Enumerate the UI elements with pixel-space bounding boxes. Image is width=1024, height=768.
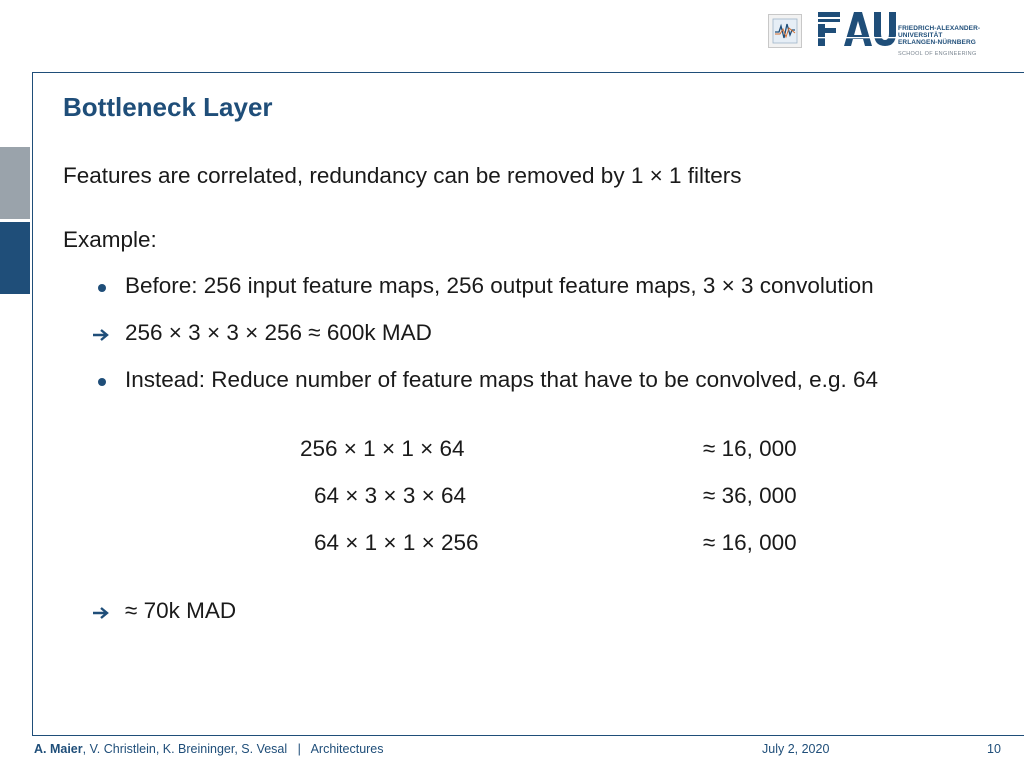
side-tab-current[interactable] [0,222,30,294]
fau-logo [818,11,896,52]
intro-text: Features are correlated, redundancy can … [63,163,742,188]
university-line-3: ERLANGEN-NÜRNBERG [898,39,976,46]
slide-frame [32,72,1024,736]
arrow-right-icon [93,329,109,341]
bullet-dot-icon [98,284,106,292]
side-tab-previous[interactable] [0,147,30,219]
footer-authors: A. Maier, V. Christlein, K. Breininger, … [34,742,384,756]
wave-signal-icon [768,14,802,48]
slide-title: Bottleneck Layer [63,92,273,122]
example-label: Example: [63,227,157,252]
equation-right: ≈ 16, 000 [703,436,797,461]
footer-separator: | [297,742,301,756]
bullet-dot-icon [98,378,106,386]
page-number: 10 [987,742,1001,756]
footer-date: July 2, 2020 [762,742,830,756]
school-name: SCHOOL OF ENGINEERING [898,51,977,57]
footer-lead-author: A. Maier [34,742,83,756]
bullet-before: Before: 256 input feature maps, 256 outp… [125,273,874,298]
university-line-2: UNIVERSITÄT [898,32,943,39]
equation-right: ≈ 16, 000 [703,530,797,555]
bullet-instead: Instead: Reduce number of feature maps t… [125,367,878,392]
equation-left: 64 × 3 × 3 × 64 [314,483,467,508]
equation-left: 64 × 1 × 1 × 256 [314,530,479,555]
arrow-right-icon [93,607,109,619]
equation-right: ≈ 36, 000 [703,483,797,508]
conclusion-text: ≈ 70k MAD [125,598,237,623]
footer-coauthors: , V. Christlein, K. Breininger, S. Vesal [82,742,288,756]
university-line-1: FRIEDRICH-ALEXANDER- [898,25,981,32]
bullet-mad-before: 256 × 3 × 3 × 256 ≈ 600k MAD [125,320,432,345]
equation-left: 256 × 1 × 1 × 64 [300,436,465,461]
footer-topic: Architectures [310,742,384,756]
university-name: FRIEDRICH-ALEXANDER- UNIVERSITÄT ERLANGE… [898,25,980,46]
